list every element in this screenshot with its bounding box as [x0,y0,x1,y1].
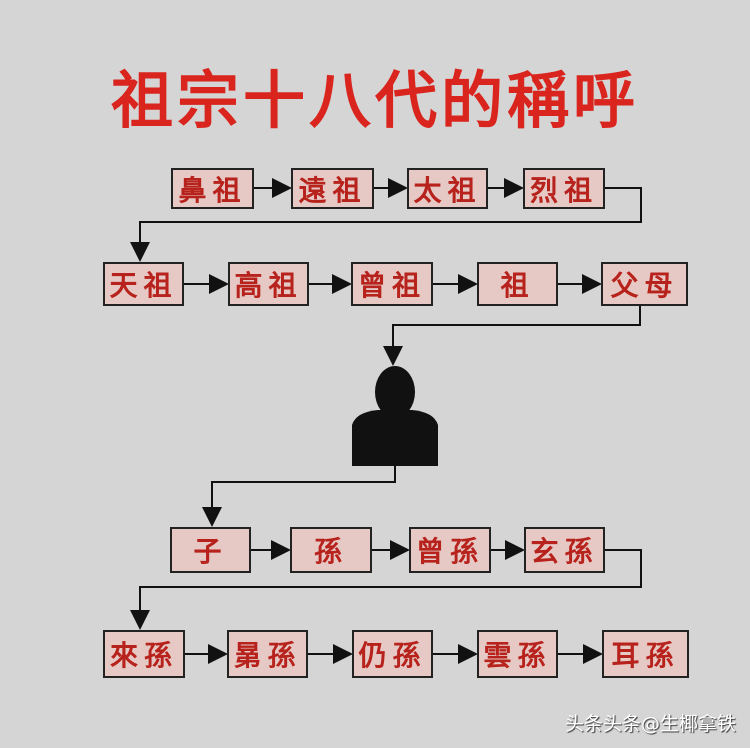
box-ancestor: 父母 [601,262,688,306]
box-ancestor: 高祖 [228,262,309,306]
box-ancestor: 太祖 [407,168,488,209]
box-descendant: 玄孫 [524,527,605,573]
arrow [383,305,641,366]
box-descendant: 來孫 [103,630,185,678]
box-descendant: 孫 [290,527,372,573]
box-ancestor: 遠祖 [291,168,374,209]
box-descendant: 雲孫 [477,630,558,678]
box-ancestor: 曾祖 [351,262,433,306]
arrow [202,466,396,527]
box-ancestor: 天祖 [103,262,184,306]
box-descendant: 晜孫 [227,630,308,678]
title: 祖宗十八代的稱呼 [110,64,639,137]
box-descendant: 仍孫 [352,630,433,678]
person-silhouette-icon [352,366,438,466]
box-ancestor: 鼻祖 [171,168,254,209]
box-descendant: 曾孫 [409,527,491,573]
box-ancestor: 祖 [477,262,558,306]
watermark: 头条头条@生椰拿铁 [564,713,736,735]
arrow [130,549,642,630]
arrow [130,187,642,262]
box-descendant: 耳孫 [602,630,689,678]
box-descendant: 子 [170,527,251,573]
box-ancestor: 烈祖 [523,168,605,209]
